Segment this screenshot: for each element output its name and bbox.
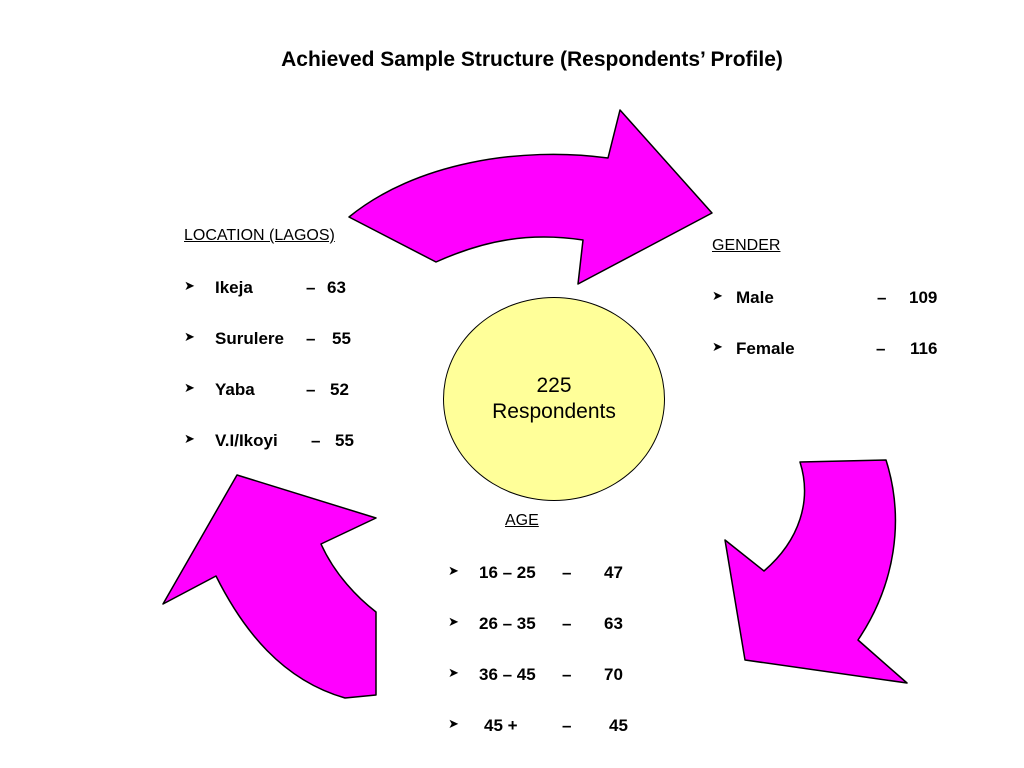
location-name: Surulere [215, 329, 284, 348]
age-range: 26 – 35 [479, 614, 536, 633]
arrowhead-bullet-icon: ➤ [184, 278, 195, 293]
arrowhead-bullet-icon: ➤ [184, 431, 195, 446]
age-group: AGE ➤ 16 – 25 – 47 ➤ 26 – 35 – 63 ➤ 36 –… [448, 512, 668, 762]
location-count: 55 [335, 431, 354, 450]
curved-arrow-top-icon [348, 109, 713, 285]
location-name: Ikeja [215, 278, 253, 297]
arrowhead-bullet-icon: ➤ [184, 380, 195, 395]
gender-heading: GENDER [712, 237, 781, 254]
location-dash: – [306, 329, 316, 348]
gender-group: GENDER ➤ Male – 109 ➤ Female – 116 [712, 237, 972, 367]
age-count: 47 [604, 563, 623, 582]
location-dash: – [306, 380, 316, 399]
respondents-label: Respondents [492, 400, 616, 423]
respondent-count: 225 [536, 374, 572, 397]
location-group: LOCATION (LAGOS) ➤ Ikeja – 63 ➤ Surulere… [184, 227, 444, 467]
age-range: 36 – 45 [479, 665, 536, 684]
gender-dash: – [877, 288, 887, 307]
slide-title: Achieved Sample Structure (Respondents’ … [281, 48, 783, 71]
age-dash: – [562, 614, 572, 633]
age-count: 70 [604, 665, 623, 684]
location-count: 63 [327, 278, 346, 297]
age-dash: – [562, 563, 572, 582]
respondents-hub: 225 Respondents [443, 297, 665, 501]
gender-name: Female [736, 339, 795, 358]
location-name: V.I/Ikoyi [215, 431, 278, 450]
location-count: 52 [330, 380, 349, 399]
arrowhead-bullet-icon: ➤ [184, 329, 195, 344]
location-dash: – [306, 278, 316, 297]
gender-count: 109 [909, 288, 938, 307]
arrowhead-bullet-icon: ➤ [448, 563, 459, 578]
arrowhead-bullet-icon: ➤ [448, 614, 459, 629]
arrowhead-bullet-icon: ➤ [448, 716, 459, 731]
location-name: Yaba [215, 380, 255, 399]
age-range: 45 + [484, 716, 518, 735]
age-dash: – [562, 716, 572, 735]
curved-arrow-right-icon [724, 459, 908, 684]
location-dash: – [311, 431, 321, 450]
age-count: 63 [604, 614, 623, 633]
curved-arrow-left-icon [162, 474, 377, 699]
arrowhead-bullet-icon: ➤ [712, 288, 723, 303]
age-range: 16 – 25 [479, 563, 536, 582]
location-count: 55 [332, 329, 351, 348]
age-heading: AGE [505, 512, 539, 529]
gender-name: Male [736, 288, 774, 307]
age-dash: – [562, 665, 572, 684]
location-heading: LOCATION (LAGOS) [184, 227, 335, 244]
arrowhead-bullet-icon: ➤ [448, 665, 459, 680]
age-count: 45 [609, 716, 628, 735]
gender-dash: – [876, 339, 886, 358]
gender-count: 116 [910, 339, 938, 358]
arrowhead-bullet-icon: ➤ [712, 339, 723, 354]
